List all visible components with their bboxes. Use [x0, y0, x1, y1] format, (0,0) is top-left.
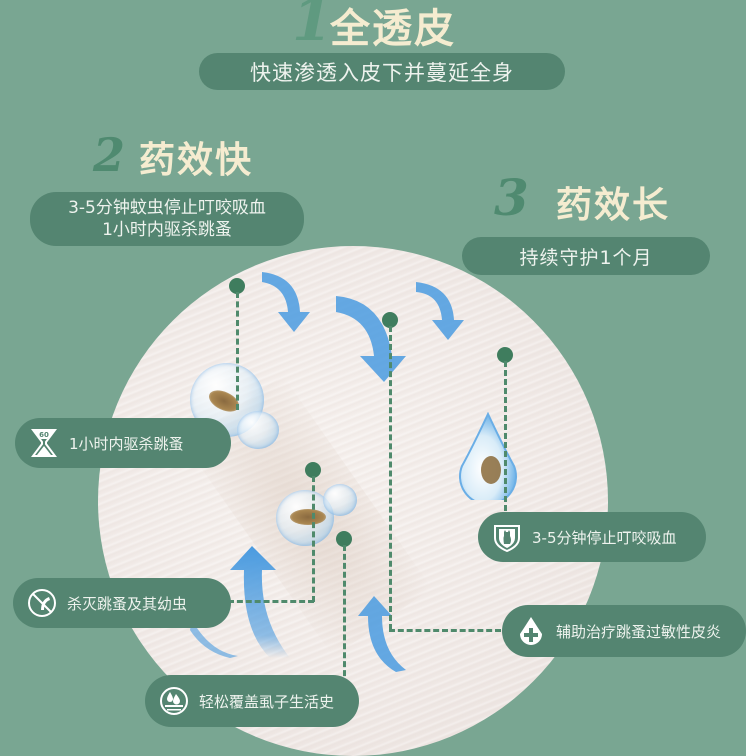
connector-dot: [336, 531, 352, 547]
section1-subtitle-pill: 快速渗透入皮下并蔓延全身: [199, 53, 565, 90]
feature-label: 轻松覆盖虱子生活史: [199, 692, 335, 711]
feature-pill-5: 轻松覆盖虱子生活史: [145, 675, 359, 727]
feature-label: 3-5分钟停止叮咬吸血: [532, 528, 677, 547]
section2-info-pill: 3-5分钟蚊虫停止叮咬吸血 1小时内驱杀跳蚤: [30, 192, 304, 246]
connector-line: [228, 600, 314, 603]
connector-line: [389, 629, 501, 632]
feature-pill-3: 杀灭跳蚤及其幼虫: [13, 578, 231, 628]
svg-text:60: 60: [39, 431, 49, 439]
feature-label: 杀灭跳蚤及其幼虫: [67, 594, 188, 613]
connector-dot: [382, 312, 398, 328]
connector-dot: [229, 278, 245, 294]
section1-title: 全透皮: [330, 6, 456, 52]
section3-number: 3: [494, 168, 529, 227]
arrow-down-icon: [262, 272, 310, 332]
drop-plus-icon: [520, 617, 542, 645]
section2-line-1: 3-5分钟蚊虫停止叮咬吸血: [68, 198, 266, 218]
skin-drops-icon: [160, 687, 188, 715]
bubble-small: [237, 411, 279, 449]
cat-shield-icon: [494, 525, 520, 552]
section2-line-2: 1小时内驱杀跳蚤: [102, 220, 232, 240]
arrow-down-icon: [416, 282, 464, 340]
feature-pill-2: 3-5分钟停止叮咬吸血: [478, 512, 706, 562]
connector-line: [504, 361, 507, 511]
flea-image: [290, 509, 326, 525]
feature-pill-4: 辅助治疗跳蚤过敏性皮炎: [502, 605, 746, 657]
flea-drop-icon: [459, 412, 517, 500]
connector-line: [236, 292, 239, 410]
section3-title: 药效长: [556, 185, 671, 226]
arrow-down-icon: [336, 296, 406, 382]
section3-subtitle-pill: 持续守护1个月: [462, 237, 710, 275]
feature-label: 1小时内驱杀跳蚤: [69, 434, 184, 453]
section1-number: 1: [292, 0, 333, 54]
section2-number: 2: [93, 128, 126, 182]
connector-line: [389, 326, 392, 630]
bubble-small: [323, 484, 357, 516]
no-flea-icon: [28, 589, 56, 617]
connector-line: [343, 545, 346, 685]
section3-subtitle: 持续守护1个月: [519, 246, 653, 269]
feature-pill-1: 60 1小时内驱杀跳蚤: [15, 418, 231, 468]
connector-dot: [305, 462, 321, 478]
hourglass-60-icon: 60: [31, 429, 57, 457]
connector-dot: [497, 347, 513, 363]
section2-title: 药效快: [139, 140, 254, 181]
section1-subtitle: 快速渗透入皮下并蔓延全身: [250, 60, 514, 85]
arrow-up-icon: [358, 596, 406, 672]
feature-label: 辅助治疗跳蚤过敏性皮炎: [556, 622, 722, 641]
connector-line: [312, 476, 315, 602]
